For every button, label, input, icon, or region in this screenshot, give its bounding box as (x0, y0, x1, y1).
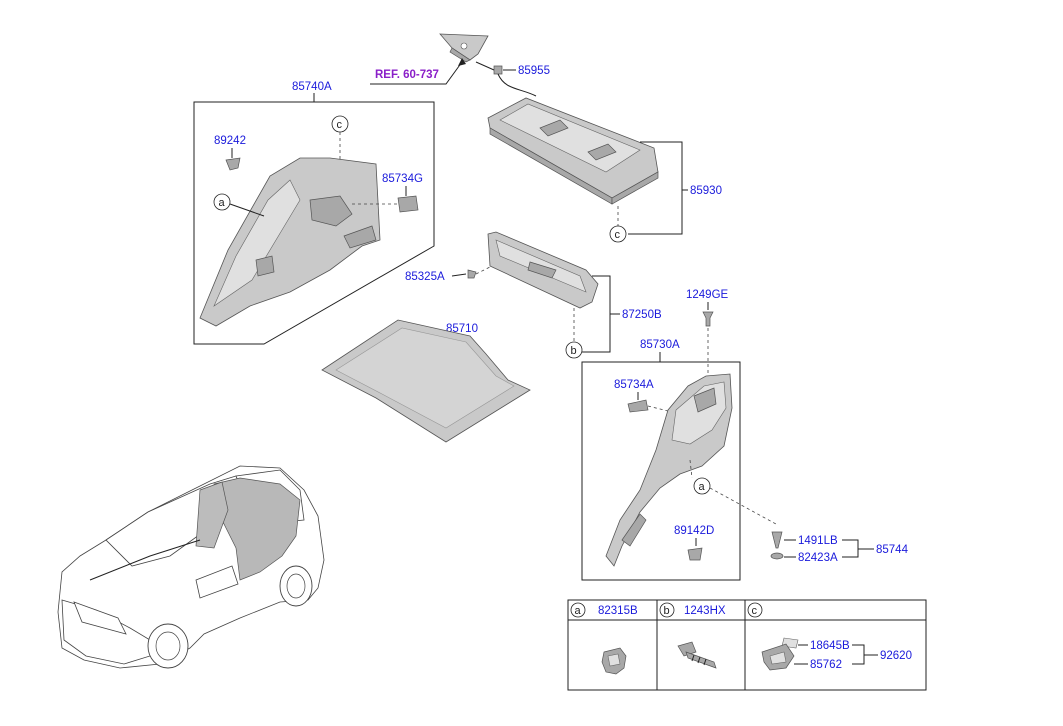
label-85730A: 85730A (640, 339, 680, 351)
ref-leader (370, 61, 463, 85)
washer-82423A-shape (770, 552, 784, 560)
right-quarter-trim-shape (605, 373, 733, 567)
label-82423A: 82423A (798, 552, 838, 564)
legend-a-circle (570, 602, 586, 618)
callout-c-shelf (609, 225, 627, 243)
vehicle-illustration (57, 465, 325, 669)
legend-b-part: 1243HX (684, 605, 726, 617)
label-1249GE: 1249GE (686, 289, 729, 301)
legend-b-letter: b (664, 605, 670, 617)
ref-label[interactable]: REF. 60-737 (375, 69, 439, 81)
callout-b (565, 341, 583, 359)
legend-c-letter: c (752, 605, 758, 617)
group-box-85730A (581, 361, 741, 581)
label-85740A: 85740A (292, 81, 332, 93)
legend-table (567, 599, 927, 691)
callout-c-shelf-text: c (615, 229, 621, 241)
cover-85734A-shape (627, 399, 649, 413)
ref-part-shape (439, 33, 489, 63)
lamp-assembly-shape (761, 637, 799, 671)
label-85710: 85710 (446, 323, 478, 335)
label-1491LB: 1491LB (798, 535, 838, 547)
label-89142D: 89142D (674, 525, 714, 537)
label-18645B: 18645B (810, 640, 850, 652)
clip-82315B-shape (601, 647, 627, 675)
label-92620: 92620 (880, 650, 912, 662)
callout-a-left-text: a (219, 197, 226, 209)
label-85325A: 85325A (405, 271, 445, 283)
clip-85955-shape (475, 61, 503, 75)
callout-c-left-text: c (337, 119, 343, 131)
label-85734A: 85734A (614, 379, 654, 391)
cover-85734G-shape (397, 195, 419, 213)
label-85734G: 85734G (382, 173, 423, 185)
legend-a-letter: a (575, 605, 582, 617)
callout-b-text: b (571, 345, 577, 357)
label-87250B: 87250B (622, 309, 662, 321)
label-85930: 85930 (690, 185, 722, 197)
fastener-85325A-shape (467, 269, 477, 279)
label-85955: 85955 (518, 65, 550, 77)
label-89242: 89242 (214, 135, 246, 147)
group-box-85740A (193, 101, 435, 345)
screw-1249GE-shape (702, 311, 714, 327)
callout-a-right-text: a (699, 481, 706, 493)
label-85744: 85744 (876, 544, 909, 556)
clip-1491LB-shape (771, 531, 783, 549)
cargo-shelf-shape (487, 97, 659, 205)
label-85762: 85762 (810, 659, 842, 671)
floor-mat-shape (321, 319, 531, 443)
clip-89242-shape (225, 157, 241, 171)
callout-a-right (693, 477, 711, 495)
legend-b-circle (659, 602, 675, 618)
left-quarter-trim-shape (199, 157, 381, 327)
ref-arrow (458, 58, 466, 66)
legend-c-circle (747, 602, 763, 618)
sill-trim-shape (487, 231, 599, 309)
callout-a-left (213, 193, 231, 211)
screw-1243HX-shape (677, 641, 717, 669)
cable (497, 73, 537, 97)
clip-89142D-shape (687, 547, 703, 561)
legend-a-part: 82315B (598, 605, 638, 617)
